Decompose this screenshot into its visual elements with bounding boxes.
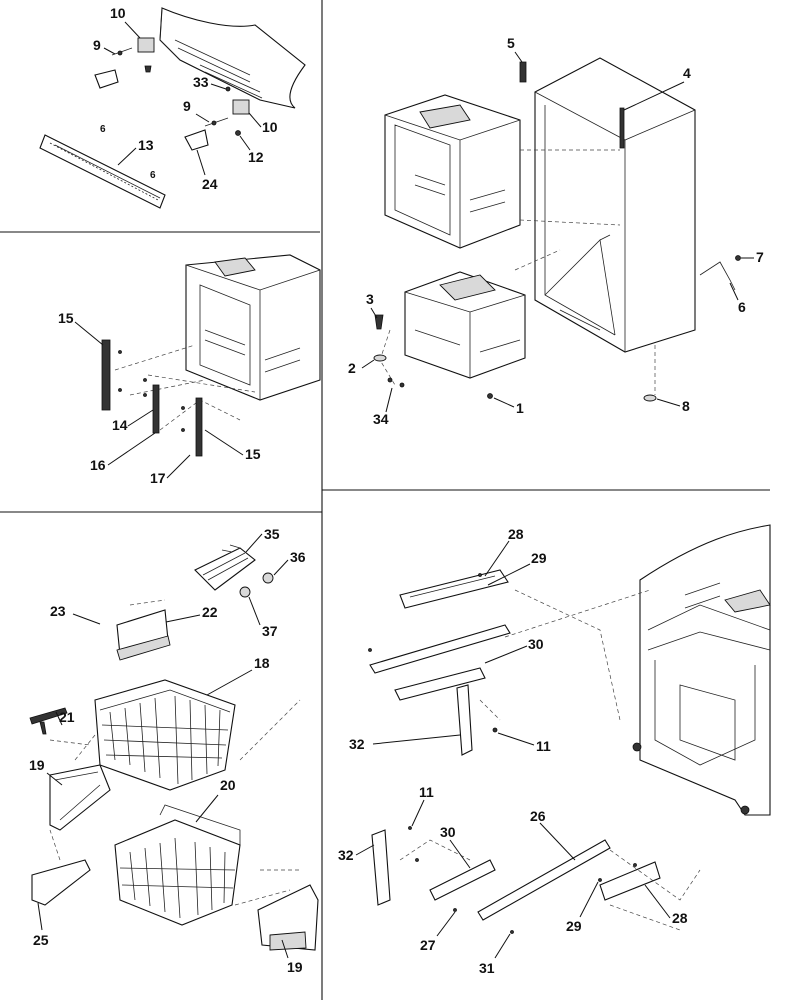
callout-12: 12 — [248, 149, 264, 165]
callout-17: 17 — [150, 470, 166, 486]
callout-3: 3 — [366, 291, 374, 307]
callout-34: 34 — [373, 411, 389, 427]
panel-liner-callouts: 15 14 16 17 15 — [58, 310, 261, 486]
shelf-track-16 — [152, 384, 160, 434]
callout-32-lower: 32 — [338, 847, 354, 863]
callout-11-lower: 11 — [419, 784, 434, 800]
bin-divider-left — [49, 764, 111, 831]
callout-28-lower: 28 — [672, 910, 688, 926]
callout-21: 21 — [59, 709, 75, 725]
callout-4: 4 — [683, 65, 691, 81]
panel-liner-tracks — [101, 254, 321, 457]
cabinet-interior — [639, 524, 771, 816]
lower-bracket-28 — [599, 861, 661, 901]
callout-9-top: 9 — [93, 37, 101, 53]
shelf-track-17 — [195, 397, 203, 457]
callout-8: 8 — [682, 398, 690, 414]
callout-20: 20 — [220, 777, 236, 793]
callout-33: 33 — [193, 74, 209, 90]
callout-2: 2 — [348, 360, 356, 376]
callout-30-top: 30 — [528, 636, 544, 652]
panel-cabinet-callouts: 5 4 7 6 8 3 2 34 1 — [348, 35, 764, 427]
shelf-track-left — [101, 339, 111, 411]
callout-22: 22 — [202, 604, 218, 620]
svg-text:6: 6 — [100, 124, 106, 135]
upper-slide-30 — [394, 667, 486, 701]
basket-tray-35 — [194, 547, 256, 591]
callout-16: 16 — [90, 457, 106, 473]
callout-36: 36 — [290, 549, 306, 565]
callout-19-right: 19 — [287, 959, 303, 975]
panel-cabinet — [373, 57, 741, 402]
hinge-top-part — [137, 37, 155, 53]
lower-slide-30 — [429, 859, 496, 901]
panel-dividers — [0, 0, 770, 1000]
callout-19-left: 19 — [29, 757, 45, 773]
lower-drawer — [404, 271, 526, 379]
callout-15-right: 15 — [245, 446, 261, 462]
callout-31: 31 — [479, 960, 495, 976]
callout-23: 23 — [50, 603, 66, 619]
lower-slide-26 — [477, 839, 611, 921]
upper-bracket-28 — [399, 569, 509, 609]
callout-24: 24 — [202, 176, 218, 192]
callout-26: 26 — [530, 808, 546, 824]
hinge-lower-part — [232, 99, 250, 115]
panel-hinge-callouts: 10 9 33 9 10 12 13 24 — [93, 5, 278, 192]
callout-35: 35 — [264, 526, 280, 542]
callout-29-top: 29 — [531, 550, 547, 566]
bin-divider-25 — [31, 859, 91, 906]
callout-30-lower: 30 — [440, 824, 456, 840]
callout-29-lower: 29 — [566, 918, 582, 934]
callout-7: 7 — [756, 249, 764, 265]
callout-6: 6 — [738, 299, 746, 315]
callout-11-top: 11 — [536, 738, 551, 754]
callout-5: 5 — [507, 35, 515, 51]
upper-basket — [94, 679, 236, 791]
upper-slide-rail — [369, 624, 511, 674]
cabinet-shell — [534, 57, 696, 353]
callout-18: 18 — [254, 655, 270, 671]
callout-25: 25 — [33, 932, 49, 948]
callout-9-lower: 9 — [183, 98, 191, 114]
callout-1: 1 — [516, 400, 524, 416]
bracket-32-top — [456, 684, 473, 756]
callout-10-top: 10 — [110, 5, 126, 21]
callout-27: 27 — [420, 937, 436, 953]
callout-13: 13 — [138, 137, 154, 153]
callout-28-top: 28 — [508, 526, 524, 542]
panel-baskets-callouts: 35 36 37 23 22 18 21 20 19 25 19 — [29, 526, 306, 975]
panel-hinge-grille: 6 6 — [39, 7, 306, 209]
callout-15-left: 15 — [58, 310, 74, 326]
svg-text:6: 6 — [150, 170, 156, 181]
panel-baskets — [29, 544, 319, 951]
callout-10-lower: 10 — [262, 119, 278, 135]
bracket-32-lower — [371, 829, 391, 906]
callout-14: 14 — [112, 417, 128, 433]
panel-slides-callouts: 28 29 30 32 11 11 26 30 32 27 31 29 28 — [338, 526, 688, 976]
callout-32-top: 32 — [349, 736, 365, 752]
callout-37: 37 — [262, 623, 278, 639]
panel-drawer-slides — [368, 524, 771, 934]
